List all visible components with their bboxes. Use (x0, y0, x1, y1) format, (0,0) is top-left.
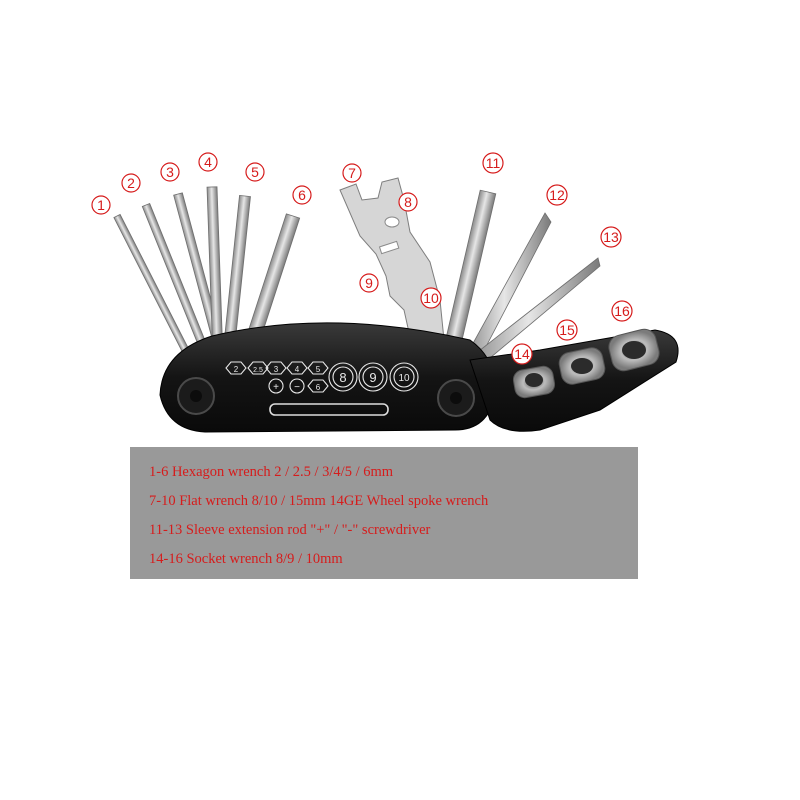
socket-15-bore (571, 358, 593, 374)
mark-bottom-2: 6 (316, 383, 321, 392)
svg-text:8: 8 (404, 194, 412, 210)
svg-text:4: 4 (204, 154, 212, 170)
wrench-slot (378, 240, 400, 255)
callout-11: 11 (482, 152, 504, 174)
svg-text:5: 5 (251, 164, 259, 180)
svg-text:16: 16 (614, 303, 630, 319)
callout-4: 4 (198, 152, 218, 172)
extension-rods (442, 189, 601, 369)
svg-text:3: 3 (166, 164, 174, 180)
caption-line-flat-wrench: 7-10 Flat wrench 8/10 / 15mm 14GE Wheel … (149, 493, 489, 509)
caption-line-socket: 14-16 Socket wrench 8/9 / 10mm (149, 551, 343, 567)
body-slot (269, 403, 389, 416)
svg-text:12: 12 (549, 187, 565, 203)
svg-text:15: 15 (559, 322, 575, 338)
mark-top-1: 2.5 (253, 367, 263, 374)
callout-10: 10 (420, 287, 442, 309)
svg-text:11: 11 (486, 155, 501, 171)
mark-socket-2: 10 (398, 373, 410, 384)
svg-text:1: 1 (97, 197, 105, 213)
callout-12: 12 (546, 184, 568, 206)
mark-bottom-0: + (273, 382, 279, 393)
mark-socket-1: 9 (369, 370, 376, 385)
callout-13: 13 (600, 226, 622, 248)
flat-wrench (339, 177, 445, 347)
callout-15: 15 (556, 319, 578, 341)
callout-5: 5 (245, 162, 265, 182)
svg-text:9: 9 (365, 275, 373, 291)
callout-3: 3 (160, 162, 180, 182)
mark-top-4: 5 (316, 365, 321, 374)
hex-keys (113, 186, 301, 388)
socket-16-bore (622, 341, 646, 359)
caption-box: 1-6 Hexagon wrench 2 / 2.5 / 3/4/5 / 6mm… (130, 447, 638, 579)
right-rivet-center (450, 392, 462, 404)
callout-9: 9 (359, 273, 379, 293)
callout-2: 2 (121, 173, 141, 193)
callout-7: 7 (342, 163, 362, 183)
callout-6: 6 (292, 185, 312, 205)
caption-line-extension-rod: 11-13 Sleeve extension rod "+" / "-" scr… (149, 522, 431, 538)
mark-top-0: 2 (234, 365, 239, 374)
caption-line-hex: 1-6 Hexagon wrench 2 / 2.5 / 3/4/5 / 6mm (149, 464, 394, 480)
hex-key-5 (223, 194, 251, 347)
callout-16: 16 (611, 300, 633, 322)
svg-text:6: 6 (298, 187, 306, 203)
mark-socket-0: 8 (339, 370, 346, 385)
svg-text:13: 13 (603, 229, 619, 245)
socket-14-bore (525, 373, 543, 387)
svg-text:14: 14 (514, 346, 530, 362)
body-markings: 2 2.5 3 4 5 + − 6 8 9 10 (225, 361, 419, 394)
svg-text:7: 7 (348, 165, 356, 181)
callout-8: 8 (398, 192, 418, 212)
mark-top-2: 3 (274, 365, 279, 374)
svg-text:10: 10 (423, 290, 439, 306)
left-rivet-center (190, 390, 202, 402)
mark-top-3: 4 (295, 365, 300, 374)
sockets (512, 328, 660, 399)
callout-14: 14 (511, 343, 533, 365)
wrench-hole (384, 216, 400, 228)
callouts: 1 2 3 4 5 6 7 8 9 10 11 12 13 14 15 16 (91, 152, 633, 365)
mark-bottom-1: − (294, 382, 300, 393)
callout-1: 1 (91, 195, 111, 215)
svg-text:2: 2 (127, 175, 135, 191)
